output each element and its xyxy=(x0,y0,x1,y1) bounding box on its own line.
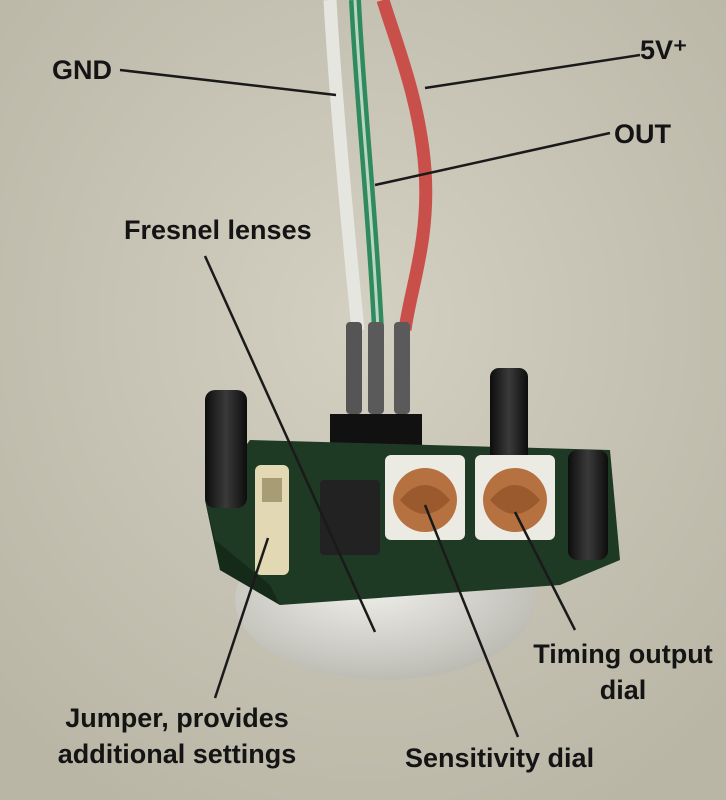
jumper-pointer-line xyxy=(213,537,270,699)
timing-potentiometer xyxy=(475,455,555,540)
out-wire-highlight xyxy=(353,0,380,331)
vcc-pointer-line xyxy=(424,53,641,90)
fresnel-label: Fresnel lenses xyxy=(124,215,312,245)
jumper-label: Jumper, provides additional settings xyxy=(57,703,297,769)
wire-bundle xyxy=(323,0,433,331)
sensitivity-pointer-line xyxy=(423,504,520,738)
fresnel-pointer-line xyxy=(203,255,377,633)
timing-pointer-line xyxy=(513,511,577,631)
sensitivity-potentiometer xyxy=(385,455,465,540)
timing-label: Timing output dial xyxy=(533,639,713,705)
gnd-wire xyxy=(323,0,365,331)
vcc-wire xyxy=(376,0,433,331)
out-pointer-line xyxy=(374,131,611,187)
capacitor-right xyxy=(568,450,608,560)
vcc-label: 5V⁺ xyxy=(640,35,688,65)
out-label: OUT xyxy=(614,119,671,149)
capacitor-left xyxy=(205,390,247,508)
ic-chip xyxy=(320,480,380,555)
capacitor-top xyxy=(490,368,528,468)
sensitivity-label: Sensitivity dial xyxy=(405,743,595,773)
gnd-pointer-line xyxy=(119,68,337,97)
gnd-label: GND xyxy=(52,55,112,85)
